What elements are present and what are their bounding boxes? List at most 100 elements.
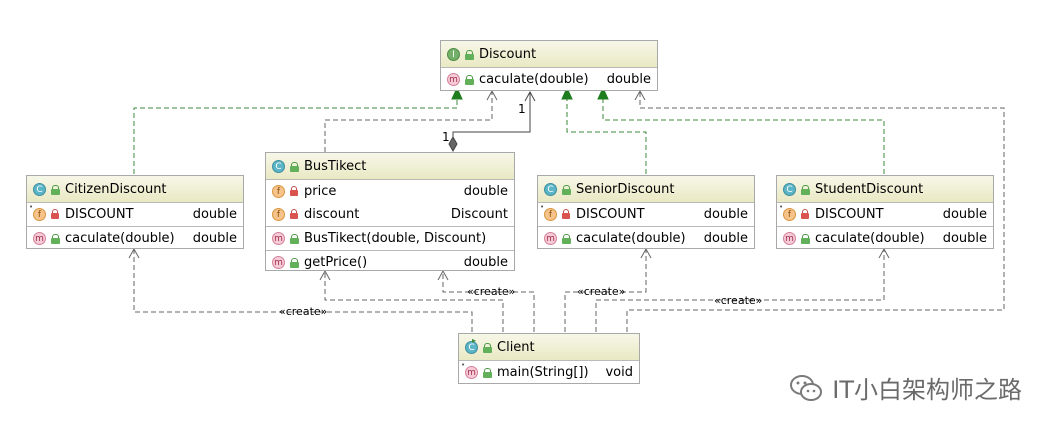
interface-icon: I	[447, 47, 460, 61]
method-name: caculate(double)	[576, 231, 686, 246]
realization-senior-line	[566, 92, 647, 174]
class-icon: C	[465, 340, 478, 354]
public-icon	[50, 233, 61, 244]
field-icon: f	[272, 185, 285, 198]
realization-citizen-line	[133, 92, 458, 174]
public-icon	[561, 184, 572, 195]
public-icon	[800, 184, 811, 195]
field-name: DISCOUNT	[65, 207, 134, 222]
method-row: m getPrice() double	[266, 250, 514, 274]
aggregation-diamond	[448, 135, 458, 153]
field-name: discount	[304, 207, 360, 222]
field-name: price	[304, 184, 337, 199]
static-final-field-icon-wrap: f •	[779, 204, 796, 221]
class-citizen-discount-name: CitizenDiscount	[65, 181, 167, 197]
method-type: double	[703, 231, 748, 246]
method-icon: m	[783, 232, 796, 245]
aggregation-arrow-head	[524, 90, 536, 102]
method-icon: m	[544, 232, 557, 245]
method-type: void	[605, 365, 633, 380]
method-icon: m	[465, 366, 478, 379]
realization-student-head	[597, 86, 609, 100]
create-bustikect-head-2	[437, 269, 449, 281]
method-type: double	[606, 72, 651, 87]
field-type: double	[192, 207, 237, 222]
class-bus-tikect-header: C BusTikect	[266, 153, 514, 180]
method-icon: m	[447, 73, 460, 86]
class-senior-discount[interactable]: C SeniorDiscount f • DISCOUNT double m c…	[537, 175, 755, 249]
static-pin-icon: •	[461, 361, 466, 369]
class-bus-tikect[interactable]: C BusTikect f price double f discount Di…	[265, 152, 515, 271]
class-icon: C	[544, 182, 557, 196]
class-discount-header: I Discount	[441, 41, 657, 68]
field-row: f discount Discount	[266, 203, 514, 226]
method-name: main(String[])	[497, 365, 589, 380]
private-icon	[800, 209, 811, 220]
class-student-discount-name: StudentDiscount	[815, 181, 924, 197]
field-row: f • DISCOUNT double	[27, 203, 243, 226]
class-discount[interactable]: I Discount m caculate(double) double	[440, 40, 658, 91]
method-row: m • main(String[]) void	[459, 361, 639, 384]
static-pin-icon: •	[29, 203, 34, 211]
method-icon: m	[272, 256, 285, 269]
private-icon	[50, 209, 61, 220]
create-senior-head	[640, 247, 652, 259]
field-icon: f	[33, 208, 46, 221]
public-icon	[289, 233, 300, 244]
create-label-student: «create»	[714, 294, 763, 307]
class-icon: C	[272, 159, 285, 173]
create-label-bustikect: «create»	[467, 285, 516, 298]
method-type: double	[463, 255, 508, 270]
public-icon	[800, 233, 811, 244]
method-icon: m	[33, 232, 46, 245]
class-student-discount-header: C StudentDiscount	[777, 176, 993, 203]
method-row: m caculate(double) double	[777, 226, 993, 250]
constructor-name: BusTikect(double, Discount)	[304, 231, 487, 246]
dependency-bustikect-discount-line	[324, 92, 493, 152]
watermark-text: IT小白架构师之路	[832, 376, 1022, 404]
private-icon	[289, 209, 300, 220]
multiplicity-discount-end: 1	[518, 102, 526, 116]
create-bustikect-head-1	[319, 269, 331, 281]
private-icon	[561, 209, 572, 220]
class-senior-discount-name: SeniorDiscount	[576, 181, 675, 197]
class-icon: C	[33, 182, 46, 196]
method-icon: m	[272, 232, 285, 245]
realization-citizen-head	[451, 86, 463, 100]
method-row: m caculate(double) double	[27, 226, 243, 250]
public-icon	[482, 342, 493, 353]
class-student-discount[interactable]: C StudentDiscount f • DISCOUNT double m …	[776, 175, 994, 249]
field-icon: f	[272, 208, 285, 221]
realization-student-line	[602, 92, 885, 174]
static-pin-icon: •	[779, 203, 784, 211]
multiplicity-bustikect-end: 1	[442, 130, 450, 144]
run-icon: ▸	[472, 335, 477, 345]
field-row: f • DISCOUNT double	[538, 203, 754, 226]
create-senior-line	[564, 250, 647, 332]
watermark: IT小白架构师之路	[788, 370, 1022, 405]
method-name: caculate(double)	[479, 72, 589, 87]
public-icon	[561, 233, 572, 244]
create-bustikect-line-1	[324, 272, 504, 332]
public-icon	[289, 257, 300, 268]
create-student-head	[878, 247, 890, 259]
method-name: getPrice()	[304, 255, 368, 270]
static-final-field-icon-wrap: f •	[29, 204, 46, 221]
create-student-line	[595, 250, 885, 332]
field-icon: f	[544, 208, 557, 221]
public-icon	[464, 74, 475, 85]
class-citizen-discount-header: C CitizenDiscount	[27, 176, 243, 203]
method-row: m caculate(double) double	[538, 226, 754, 250]
class-citizen-discount[interactable]: C CitizenDiscount f • DISCOUNT double m …	[26, 175, 244, 249]
field-row: f price double	[266, 180, 514, 203]
class-client[interactable]: C ▸ Client m • main(String[]) void	[458, 333, 640, 384]
public-icon	[289, 161, 300, 172]
class-discount-name: Discount	[479, 46, 537, 62]
class-senior-discount-header: C SeniorDiscount	[538, 176, 754, 203]
class-client-header: C ▸ Client	[459, 334, 639, 361]
private-icon	[289, 186, 300, 197]
field-type: double	[463, 184, 508, 199]
create-citizen-head	[128, 247, 140, 259]
